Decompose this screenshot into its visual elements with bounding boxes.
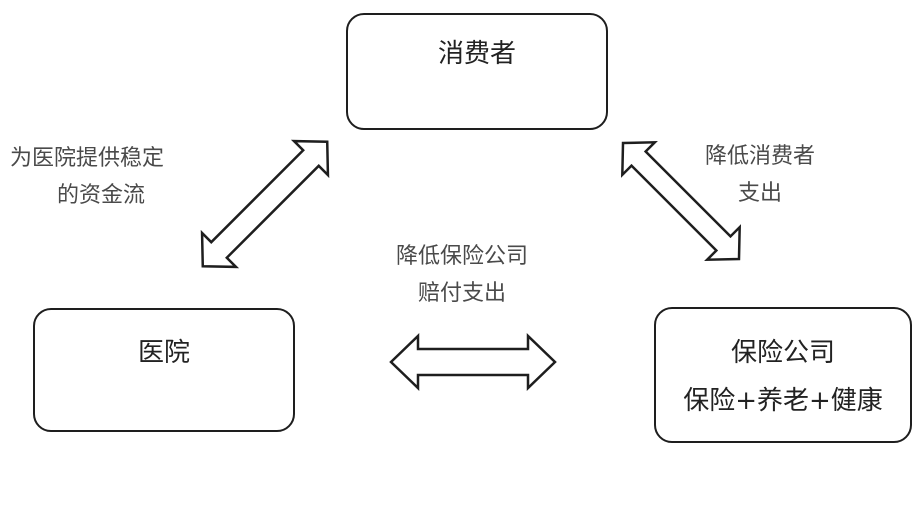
node-consumer-title: 消费者: [437, 39, 516, 69]
arrow-hospital-insurer: [389, 333, 557, 391]
caption-hospital-insurer: 降低保险公司 赔付支出: [396, 238, 528, 312]
node-insurer-title: 保险公司: [730, 338, 835, 368]
node-consumer: 消费者: [346, 13, 608, 130]
caption-hospital-consumer-line2: 的资金流: [57, 183, 146, 208]
caption-hospital-consumer: 为医院提供稳定 的资金流: [10, 140, 164, 214]
node-hospital: 医院: [33, 308, 295, 432]
caption-consumer-insurer: 降低消费者 支出: [705, 138, 815, 212]
node-insurer-subtitle: 保险+养老+健康: [683, 386, 883, 416]
caption-consumer-insurer-line1: 降低消费者: [705, 144, 816, 169]
caption-hospital-consumer-line1: 为医院提供稳定: [10, 146, 165, 171]
caption-hospital-insurer-line2: 赔付支出: [418, 281, 507, 306]
arrow-consumer-insurer: [620, 140, 742, 262]
arrow-hospital-consumer: [200, 139, 330, 269]
node-insurer: 保险公司 保险+养老+健康: [654, 307, 912, 443]
caption-consumer-insurer-line2: 支出: [738, 181, 783, 206]
node-hospital-title: 医院: [137, 338, 190, 368]
caption-hospital-insurer-line1: 降低保险公司: [396, 244, 529, 269]
